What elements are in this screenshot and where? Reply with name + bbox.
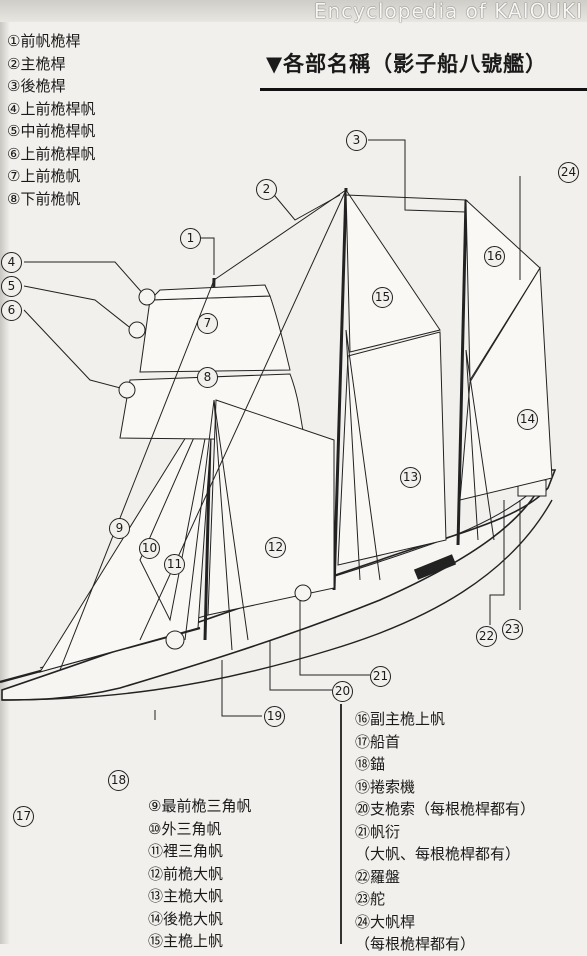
callout-20: 20 [332, 681, 353, 702]
legend-item: ⑭後桅大帆 [148, 909, 224, 928]
sail-10 [139, 391, 215, 622]
legend-item: ⑤中前桅桿帆 [7, 122, 96, 140]
legend-item: ㉑帆衍 [355, 822, 401, 841]
legend-item: ⑳支桅索（每根桅桿都有） [355, 800, 536, 818]
legend-item: ⑯副主桅上帆 [355, 710, 446, 728]
legend-item: （大帆、每根桅桿都有） [355, 845, 521, 863]
callout-13: 13 [400, 467, 421, 488]
divider-line [340, 704, 342, 944]
legend-item: ㉓舵 [355, 890, 386, 908]
callout-7: 7 [197, 313, 218, 334]
legend-item: ⑩外三角帆 [148, 819, 222, 838]
legend-item: ⑧下前桅帆 [7, 189, 81, 208]
callout-15: 15 [372, 287, 393, 308]
legend-item: ②主桅桿 [7, 54, 66, 73]
sail-16 [465, 198, 541, 382]
callout-5: 5 [1, 276, 22, 297]
main-mast [332, 187, 348, 591]
callout-16: 16 [484, 246, 505, 267]
legend-item: ㉒羅盤 [355, 867, 401, 886]
page-title: ▼各部名稱（影子船八號艦） [266, 52, 548, 76]
callout-18: 18 [108, 770, 129, 791]
callout-19: 19 [264, 706, 285, 727]
callout-9: 9 [109, 518, 130, 539]
legend-item: ④上前桅桿帆 [7, 99, 96, 118]
callout-24: 24 [558, 162, 579, 183]
sail-14 [459, 266, 553, 501]
callout-3: 3 [346, 130, 367, 151]
callout-12: 12 [265, 537, 286, 558]
legend-item: ⑦上前桅帆 [7, 167, 81, 185]
legend-item: ⑱錨 [355, 755, 386, 773]
sail-7 [139, 295, 291, 373]
callout-21: 21 [370, 666, 391, 687]
callout-8: 8 [197, 367, 218, 388]
sail-12 [207, 399, 335, 616]
legend-item: ⑰船首 [355, 732, 401, 751]
legend-item: （每根桅桿都有） [355, 935, 476, 953]
title-underline [260, 88, 587, 91]
legend-item: ⑫前桅大帆 [148, 864, 224, 883]
legend-item: ⑥上前桅桿帆 [7, 144, 96, 163]
legend-bottom: ⑨最前桅三角帆 ⑩外三角帆 ⑪裡三角帆 ⑫前桅大帆 ⑬主桅大帆 ⑭後桅大帆 ⑮主… [148, 795, 251, 953]
callout-23: 23 [502, 619, 523, 640]
callout-22: 22 [476, 626, 497, 647]
legend-left: ①前帆桅桿 ②主桅桿 ③後桅桿 ④上前桅桿帆 ⑤中前桅桿帆 ⑥上前桅桿帆 ⑦上前… [7, 30, 95, 210]
legend-item: ①前帆桅桿 [7, 32, 81, 50]
legend-item: ⑮主桅上帆 [148, 932, 224, 950]
sail-13 [337, 331, 447, 566]
legend-item: ⑲捲索機 [355, 777, 416, 796]
legend-item: ⑬主桅大帆 [148, 887, 224, 905]
sail-15 [345, 188, 441, 353]
header-band: Encyclopedia of KAIOUKI [0, 0, 587, 23]
callout-10: 10 [139, 538, 160, 559]
page-edge-shadow [0, 22, 10, 944]
callout-1: 1 [180, 228, 201, 249]
legend-item: ㉔大帆桿 [355, 912, 416, 931]
mizzen-mast [456, 199, 468, 546]
deck-house [413, 554, 457, 580]
callout-14: 14 [517, 409, 538, 430]
waterline [1, 499, 553, 701]
ship-diagram [0, 139, 557, 720]
series-title: Encyclopedia of KAIOUKI [313, 0, 583, 23]
callout-6: 6 [1, 300, 22, 321]
legend-item: ③後桅桿 [7, 77, 66, 95]
callout-11: 11 [164, 554, 185, 575]
callout-4: 4 [1, 252, 22, 273]
legend-right: ⑯副主桅上帆 ⑰船首 ⑱錨 ⑲捲索機 ⑳支桅索（每根桅桿都有） ㉑帆衍 （大帆、… [355, 708, 535, 956]
callout-2: 2 [256, 179, 277, 200]
legend-item: ⑪裡三角帆 [148, 842, 224, 860]
legend-item: ⑨最前桅三角帆 [148, 797, 252, 815]
callout-17: 17 [13, 806, 34, 827]
